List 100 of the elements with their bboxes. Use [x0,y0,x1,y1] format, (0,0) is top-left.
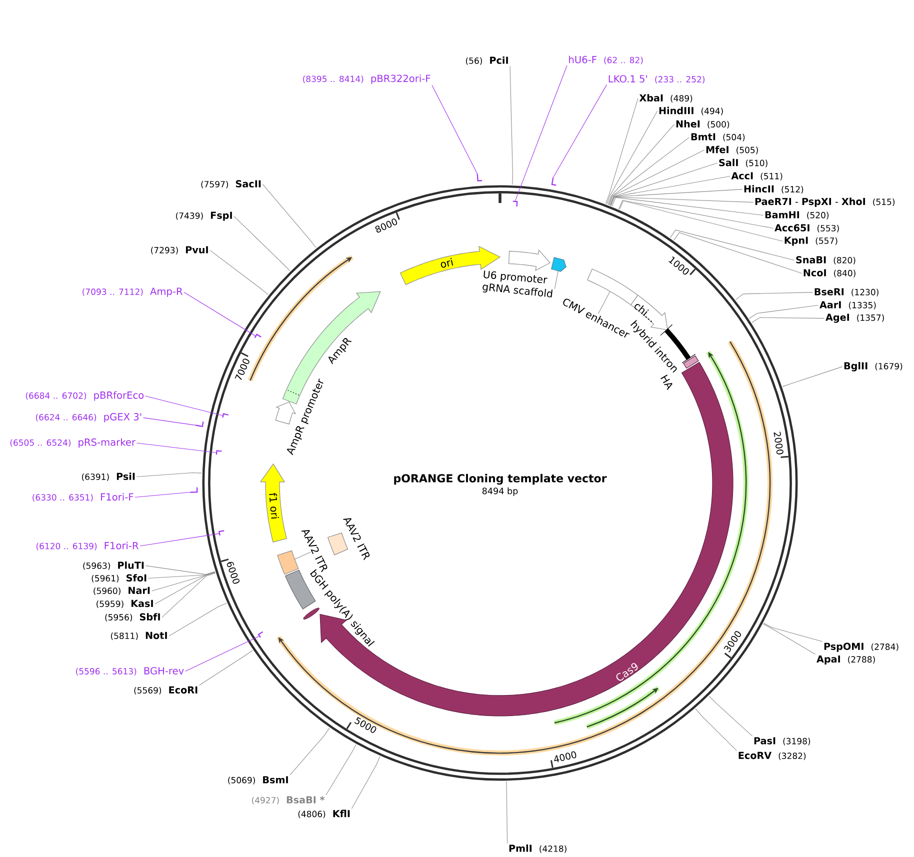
leader-line [612,197,764,216]
restriction-site-label: PasI (3198) [754,737,810,746]
size-label: 8494 bp [482,487,518,496]
restriction-site-label: PmlI (4218) [509,844,566,853]
leader-line [326,744,356,796]
restriction-site-label: Acc65I (553) [774,224,839,232]
leader-line [619,200,783,242]
leader-line [608,137,690,206]
scale-label: 8000 [375,218,398,233]
restriction-site-label: (5961) SfoI [92,574,146,582]
restriction-site-label: (4806) KflI [298,810,350,818]
leader-line [234,216,290,272]
leader-line [708,696,753,736]
primer-mark [216,450,222,455]
primer-mark [195,422,204,428]
leader-line [553,84,607,178]
restriction-site-label: (7597) SacII [201,180,261,188]
leader-line [506,781,508,844]
leader-line [608,150,705,206]
restriction-site-label: (4927) BsaBI * [252,796,325,804]
restriction-site-label: (6391) PsiI [82,472,135,481]
leader-line [136,442,217,453]
feature-box [277,550,299,575]
restriction-site-label: BseRI (1230) [814,288,878,296]
leader-line [608,124,675,205]
leader-line [294,552,311,560]
feature-label: gRNA scaffold [482,283,552,298]
leader-line [735,292,813,300]
restriction-site-label: (5069) BsmI [228,776,288,784]
leader-line [290,728,330,776]
leader-line [762,624,816,655]
primer-mark [476,174,482,182]
restriction-site-label: SalI (510) [719,158,768,168]
leader-line [605,98,638,204]
leader-line [748,305,819,319]
leader-line [154,572,216,604]
restriction-site-label: EcoRV (3282) [738,752,806,760]
primer-mark [218,530,224,536]
leader-line [162,572,216,618]
leader-line [674,232,802,274]
restriction-site-label: NheI (500) [676,120,730,128]
scale-label: 4000 [554,751,576,762]
restriction-site-label: (56) PciI [466,56,508,65]
restriction-site-label: AarI (1335) [820,301,876,310]
restriction-site-label: (5963) PluTI [83,561,144,570]
leader-line [514,65,568,202]
restriction-site-label: (7439) FspI [176,212,232,221]
leader-line [151,572,216,592]
restriction-site-label: HindIII (494) [659,106,723,116]
leader-line [610,176,730,206]
feature-label: HA [660,374,672,390]
restriction-site-label: KpnI (557) [784,236,838,246]
leader-line [618,200,774,229]
leader-line [554,270,558,289]
leader-line [510,66,514,185]
primer-label: (7093 .. 7112) Amp-R [82,288,183,297]
primer-mark [258,631,264,638]
restriction-site-label: (5569) EcoRI [134,686,198,695]
leader-line [695,708,737,751]
restriction-site-label: NcoI (840) [804,269,856,278]
leader-line [262,184,316,248]
leader-line [432,84,478,174]
leader-line [136,472,202,478]
leader-line [610,189,743,206]
restriction-site-label: PspOMI (2784) [824,642,898,652]
restriction-site-label: BmtI (504) [691,133,745,142]
leader-line [134,492,190,498]
primer-label: (8395 .. 8414) pBR322ori-F [303,74,430,84]
restriction-site-label: (5956) SbfI [105,613,160,622]
primer-label: hU6-F (62 .. 82) [569,56,643,64]
primer-label: (5596 .. 5613) BGH-rev [76,667,184,676]
primer-label: (6624 .. 6646) pGEX 3' [36,413,142,422]
restriction-site-label: PaeR7I - PspXI - XhoI (515) [755,198,894,207]
restriction-site-label: XbaI (489) [639,94,692,102]
map-title: pORANGE Cloning template vector [394,474,607,485]
leader-line [184,292,256,336]
restriction-site-label: HincII (512) [744,185,804,194]
restriction-site-label: AgeI (1357) [826,314,884,323]
leader-line [606,110,658,204]
primer-mark [222,413,229,418]
feature-box [587,268,638,306]
primer-mark [254,334,262,338]
leader-line [148,572,216,579]
feature-band: f1 ori [260,463,287,542]
restriction-site-label: BamHI (520) [765,211,829,220]
leader-line [598,291,610,314]
restriction-site-label: AccI (511) [731,172,782,180]
primer-label: (6684 .. 6702) pBRforEco [26,391,144,401]
leader-line [763,622,823,642]
leader-line [351,756,380,809]
leader-line [782,366,843,387]
leader-line [145,565,216,575]
leader-line [199,650,254,686]
scale-label: 6000 [226,562,240,584]
leader-line [752,317,825,323]
primer-label: (6330 .. 6351) F1ori-F [32,493,134,502]
leader-line [185,636,260,672]
leader-line [210,250,269,295]
leader-line [670,230,795,261]
restriction-site-label: (5811) NotI [111,632,167,640]
